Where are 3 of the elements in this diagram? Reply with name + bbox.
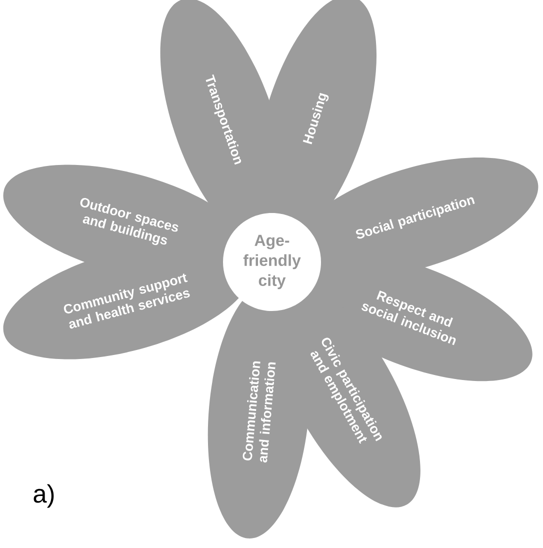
petal-label: Communication and information <box>242 361 276 462</box>
center-label: Age-friendly city <box>243 234 301 290</box>
panel-label: a) <box>34 484 54 508</box>
